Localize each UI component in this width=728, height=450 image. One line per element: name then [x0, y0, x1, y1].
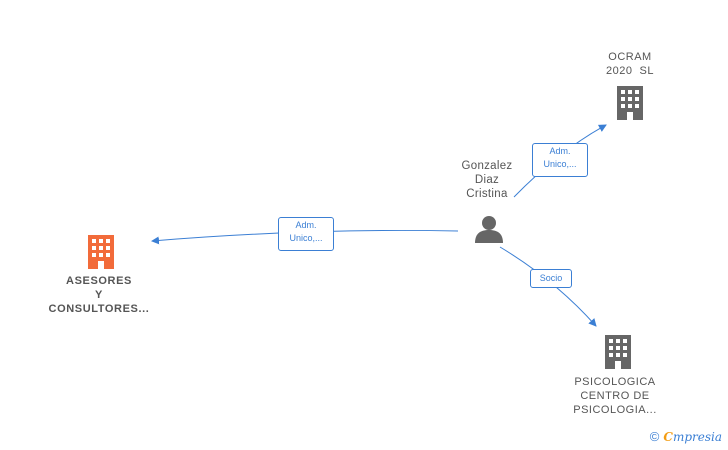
ocram-name-line-1: OCRAM [608, 51, 652, 63]
relation-psicologica-line-1: Socio [539, 273, 563, 283]
relation-asesores-line-2: Unico,... [289, 233, 323, 243]
building-icon[interactable] [615, 86, 645, 120]
building-icon[interactable] [86, 235, 116, 269]
person-name-line-3: Cristina [466, 188, 508, 200]
relation-ocram-line-2: Unico,... [543, 159, 577, 169]
asesores-company-name[interactable]: ASESORES Y CONSULTORES... [34, 274, 164, 316]
asesores-name-line-1: ASESORES [66, 275, 132, 287]
empresia-logo: Cmpresia [663, 430, 722, 444]
person-name-line-2: Diaz [474, 174, 500, 186]
relation-label-ocram[interactable]: Adm. Unico,... [532, 143, 588, 177]
psicologica-name-line-1: PSICOLOGICA [574, 376, 656, 388]
person-name[interactable]: Gonzalez Diaz Cristina [448, 159, 526, 201]
ocram-name-line-2: 2020 SL [605, 65, 655, 77]
person-icon[interactable] [474, 214, 504, 244]
brand-rest: mpresia [672, 429, 722, 444]
psicologica-name-line-2: CENTRO DE [580, 390, 650, 402]
psicologica-company-name[interactable]: PSICOLOGICA CENTRO DE PSICOLOGIA... [560, 375, 670, 417]
copyright-symbol: © [649, 429, 660, 444]
building-icon[interactable] [603, 335, 633, 369]
ocram-company-name[interactable]: OCRAM 2020 SL [590, 50, 670, 78]
relation-label-psicologica[interactable]: Socio [530, 269, 572, 288]
asesores-name-line-3: CONSULTORES... [48, 303, 150, 315]
footer-brand[interactable]: © Cmpresia [650, 429, 722, 444]
asesores-name-line-2: Y [95, 289, 103, 301]
relation-asesores-line-1: Adm. [295, 220, 317, 230]
relation-label-asesores[interactable]: Adm. Unico,... [278, 217, 334, 251]
relation-ocram-line-1: Adm. [549, 146, 571, 156]
brand-initial: C [663, 429, 673, 444]
person-name-line-1: Gonzalez [461, 160, 513, 172]
psicologica-name-line-3: PSICOLOGIA... [573, 404, 657, 416]
